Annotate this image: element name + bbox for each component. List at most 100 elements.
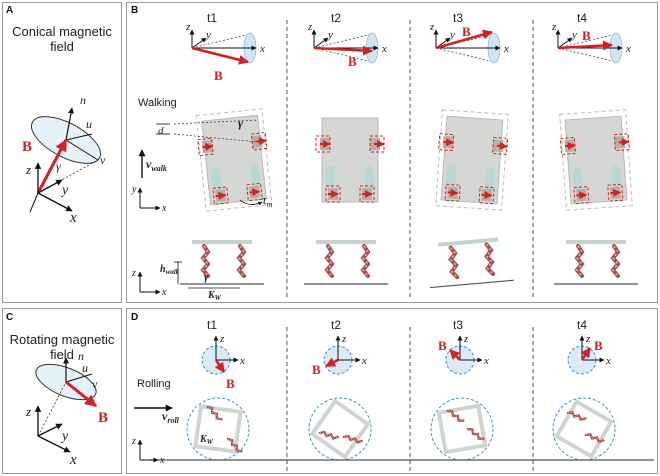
time-label-b-t4: t4 [577,11,588,25]
panel-b-label: B [131,5,139,16]
rolling-label: Rolling [137,378,171,390]
robot-top-t3 [435,109,509,211]
panel-c-label: C [6,312,14,323]
b-side-z: z [131,268,136,279]
t1-b: B [214,68,223,83]
a-n: n [80,93,86,107]
panel-c-title-line1: Rotating magnetic [9,332,115,347]
panel-a-diagram: n u v γ B z y x [22,93,106,226]
a-x: x [69,210,77,226]
panel-a-title-line1: Conical magnetic [12,24,112,39]
panel-a-title-line2: field [50,39,74,54]
t4-x: x [625,43,631,55]
robot-side-t3 [426,238,513,287]
cone-diagram-t2: z y x B [307,21,387,69]
walking-label: Walking [138,97,177,109]
d1-b: B [226,376,235,391]
d2-b: B [312,362,321,377]
t4-b: B [582,28,591,43]
time-label-d-t2: t2 [331,318,342,332]
d2-z: z [341,333,347,345]
d4-b: B [594,338,603,353]
d1-x: x [239,355,245,367]
time-label-b-t1: t1 [207,11,218,25]
field-circle-t4: z x B [567,333,611,375]
field-circle-t3: z x B [438,333,489,375]
d-z: z [131,436,136,447]
a-z: z [25,162,31,177]
field-circle-t2: z x B [312,333,367,377]
d3-x: x [483,355,489,367]
d2-x: x [361,355,367,367]
c-x: x [69,452,77,468]
d3-z: z [463,333,469,345]
b-top-x: x [161,203,167,214]
panel-a-label: A [6,5,14,16]
t3-x: x [503,43,509,55]
panel-c-title: Rotating magnetic field [6,332,118,362]
panel-d [126,308,658,474]
b-side-x: x [161,287,167,298]
d1-z: z [219,333,225,345]
b-top-y: y [131,184,137,195]
panel-d-label: D [131,312,139,323]
b-d: d [158,125,164,137]
roll-circle-t1 [186,397,250,461]
b-tau: τm [262,192,273,209]
t4-z: z [551,21,557,33]
a-v: v [100,153,106,167]
t2-b: B [348,54,357,69]
t3-b: B [462,24,471,39]
t2-y: y [327,29,333,41]
cone-diagram-t1: z y x B [185,21,265,83]
c-b: B [98,410,108,426]
a-b: B [22,139,32,155]
d-vroll: vroll [162,409,180,425]
time-label-d-t3: t3 [453,318,464,332]
c-n: n [78,349,84,363]
field-circle-t1: z x B [201,333,245,391]
d3-b: B [438,338,447,353]
t1-z: z [185,21,191,33]
d4-z: z [585,333,591,345]
cone-diagram-t3: z y x B [429,21,509,64]
b-vwalk: vwalk [146,157,167,173]
robot-side-t2 [304,242,388,284]
a-y: y [60,183,69,198]
time-label-d-t4: t4 [577,318,588,332]
c-y: y [60,429,69,444]
c-u: u [82,361,88,375]
a-u: u [86,117,92,131]
column-dividers [286,20,534,471]
time-label-b-t3: t3 [453,11,464,25]
t1-y: y [205,29,211,41]
panel-a-title: Conical magnetic field [6,24,118,54]
robot-top-t2 [315,117,385,203]
robot-top-t1 [195,108,273,212]
t2-z: z [307,21,313,33]
robot-side-t4 [554,242,638,284]
cone-diagram-t4: z y x B [551,21,631,64]
roll-circle-t4 [552,397,616,461]
robot-side-t1 [180,242,264,284]
c-v: v [92,377,98,391]
t1-x: x [259,43,265,55]
roll-circle-t3 [430,397,494,461]
t3-z: z [429,21,435,33]
robot-top-t4 [559,109,633,211]
time-label-d-t1: t1 [207,318,218,332]
t2-x: x [381,43,387,55]
b-kw: KW [207,290,222,302]
b-side-gamma: γ [204,271,209,283]
d-x: x [159,455,165,466]
t4-y: y [571,29,577,41]
c-z: z [25,404,31,419]
b-gamma: γ [238,116,243,130]
d4-x: x [605,355,611,367]
d-kw: KW [199,434,214,446]
rolling-annotations: vroll KW z x [131,404,654,466]
walking-annotations: d γ vwalk τm y x [131,116,273,214]
roll-circle-t2 [308,397,372,461]
side-annotations: hwalk γ KW z x [131,261,240,302]
